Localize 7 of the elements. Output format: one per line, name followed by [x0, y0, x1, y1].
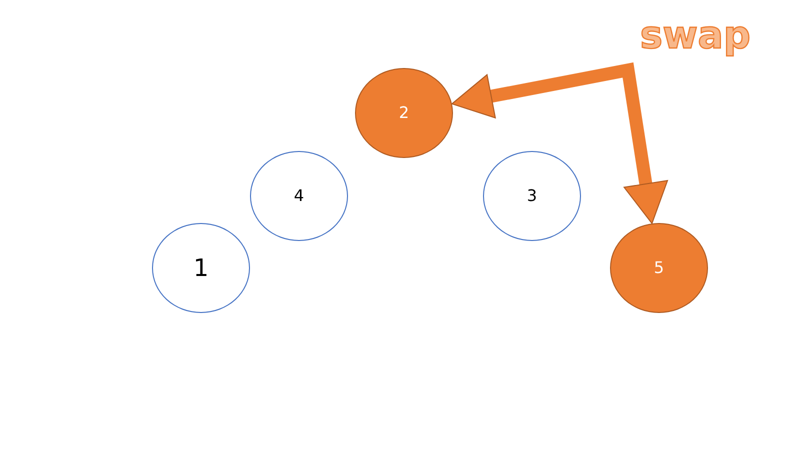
node-number: 2	[398, 105, 410, 121]
swap-arrow	[451, 62, 668, 224]
edge-label: swap	[640, 16, 751, 54]
node-number: 3	[526, 188, 538, 204]
node-number: 4	[294, 188, 304, 204]
node-number: 1	[193, 256, 209, 280]
node-number: 5	[654, 260, 664, 276]
